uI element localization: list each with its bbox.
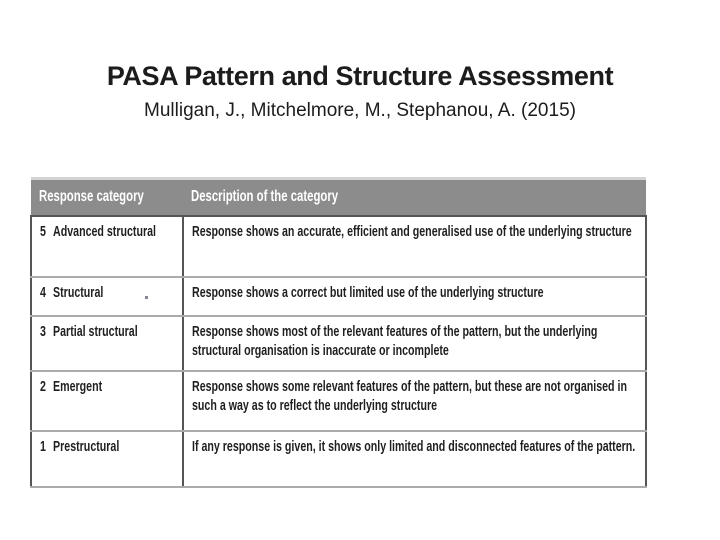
level-label: 3 — [40, 322, 46, 340]
column-header-description: Description of the category — [183, 178, 646, 217]
stray-scan-mark — [145, 296, 148, 299]
category-cell: 3 Partial structural — [30, 315, 183, 372]
level-label: 5 — [40, 222, 46, 240]
table-row-emergent: 2 Emergent Response shows some relevant f… — [30, 370, 647, 432]
table-header-row: Response category Description of the cat… — [31, 178, 646, 217]
category-label: Advanced structural — [53, 222, 157, 240]
category-label: Prestructural — [53, 437, 120, 455]
description-text: Response shows some relevant features of… — [192, 377, 627, 415]
table-row-structural: 4 Structural Response shows a correct but… — [30, 276, 647, 317]
description-text: Response shows an accurate, efficient an… — [192, 222, 632, 240]
slide-title: PASA Pattern and Structure Assessment — [106, 61, 614, 91]
table-row-partial-structural: 3 Partial structural Response shows most … — [30, 315, 647, 372]
column-header-response-category: Response category — [31, 178, 183, 217]
description-cell: Response shows most of the relevant feat… — [182, 315, 647, 372]
table-header: Response category Description of the cat… — [31, 178, 646, 217]
pasa-rubric-table: Response category Description of the cat… — [30, 177, 647, 488]
category-cell: 2 Emergent — [30, 370, 183, 432]
description-cell: Response shows some relevant features of… — [182, 370, 647, 432]
column-header-label: Response category — [39, 188, 144, 206]
description-cell: Response shows a correct but limited use… — [182, 276, 647, 317]
category-label: Emergent — [53, 377, 103, 395]
category-cell: 4 Structural — [30, 276, 183, 317]
level-label: 4 — [40, 283, 46, 301]
level-label: 2 — [40, 377, 46, 395]
description-cell: Response shows an accurate, efficient an… — [182, 215, 647, 278]
slide-subtitle: Mulligan, J., Mitchelmore, M., Stephanou… — [144, 100, 576, 121]
table-row-prestructural: 1 Prestructural If any response is given,… — [30, 430, 647, 488]
category-text: 4 Structural — [40, 283, 172, 303]
category-text: 3 Partial structural — [40, 322, 172, 342]
category-cell: 5 Advanced structural — [30, 215, 183, 278]
column-header-label: Description of the category — [191, 188, 339, 206]
category-cell: 1 Prestructural — [30, 430, 183, 488]
description-cell: If any response is given, it shows only … — [182, 430, 647, 488]
category-label: Structural — [53, 283, 104, 301]
table-body: 5 Advanced structural Response shows an a… — [30, 215, 647, 488]
category-label: Partial structural — [53, 322, 138, 340]
level-label: 1 — [40, 437, 46, 455]
category-text: 2 Emergent — [40, 377, 172, 397]
description-text: Response shows a correct but limited use… — [192, 283, 544, 301]
table-row-advanced-structural: 5 Advanced structural Response shows an a… — [30, 215, 647, 278]
category-text: 5 Advanced structural — [40, 222, 172, 242]
description-text: If any response is given, it shows only … — [192, 437, 636, 455]
category-text: 1 Prestructural — [40, 437, 172, 457]
description-text: Response shows most of the relevant feat… — [192, 322, 598, 360]
